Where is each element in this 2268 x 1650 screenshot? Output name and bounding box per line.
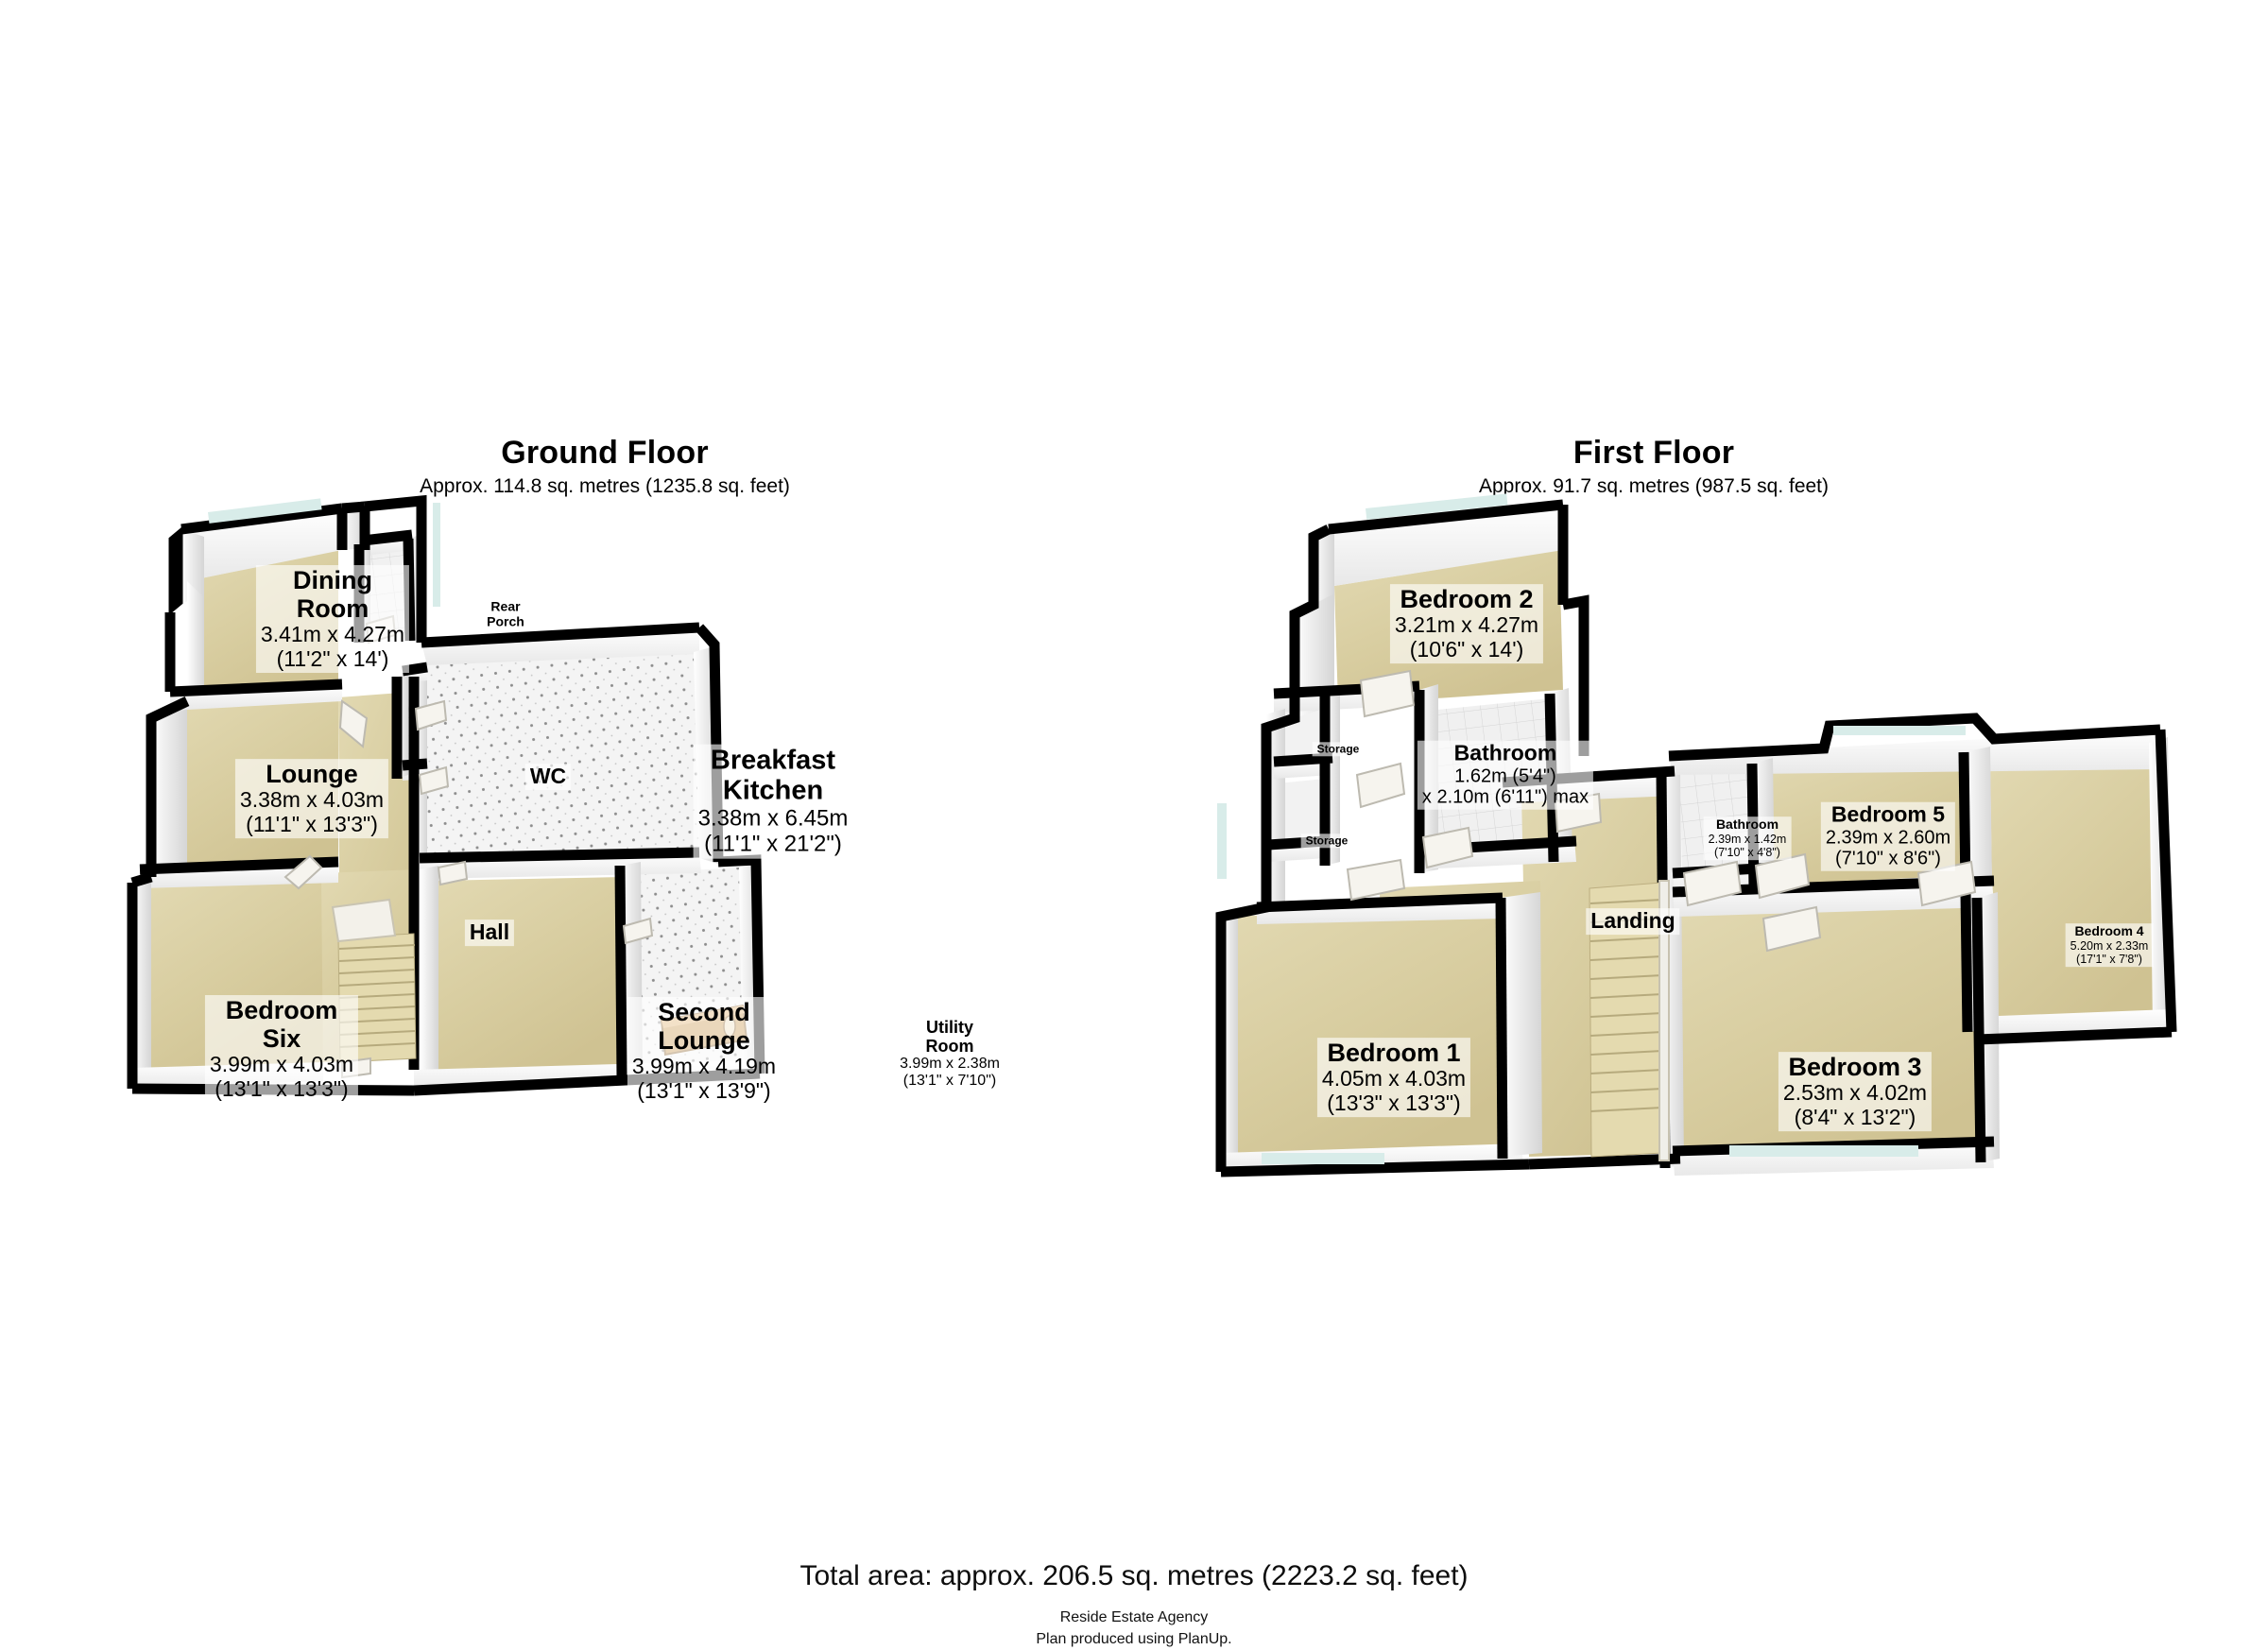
room-name-utility-room-line1: Utility (925, 1017, 974, 1037)
room-name-storage-1: Storage (1316, 742, 1360, 756)
room-label-storage-2: Storage (1300, 834, 1353, 849)
room-dim-bedroom-5-imperial: (7'10" x 8'6") (1835, 848, 1941, 869)
room-label-hall: Hall (464, 920, 515, 946)
room-name-breakfast-kitchen-line2: Kitchen (722, 776, 824, 807)
room-dim-breakfast-kitchen-metric: 3.38m x 6.45m (697, 805, 849, 832)
room-label-bedroom-3: Bedroom 3 2.53m x 4.02m (8'4" x 13'2") (1778, 1052, 1933, 1131)
room-label-bedroom-2: Bedroom 2 3.21m x 4.27m (10'6" x 14') (1389, 584, 1544, 663)
room-label-storage-1: Storage (1312, 742, 1365, 757)
room-name-second-lounge-line1: Second (658, 998, 750, 1027)
room-dim-bedroom-4-imperial: (17'1" x 7'8") (2076, 952, 2142, 966)
room-label-bathroom-1: Bathroom 1.62m (5'4") x 2.10m (6'11") ma… (1417, 740, 1594, 810)
room-dim-lounge-imperial: (11'1" x 13'3") (246, 812, 378, 837)
room-name-second-lounge-line2: Lounge (658, 1026, 750, 1056)
room-dim-bedroom-4-metric: 5.20m x 2.33m (2070, 938, 2149, 953)
room-dim-bathroom-1-imperial: x 2.10m (6'11") max (1421, 786, 1589, 808)
ground-floor-subtitle: Approx. 114.8 sq. metres (1235.8 sq. fee… (420, 475, 790, 498)
room-name-dining-room-line2: Room (296, 594, 369, 624)
room-label-bedroom-4: Bedroom 4 5.20m x 2.33m (17'1" x 7'8") (2065, 923, 2154, 967)
room-dim-bedroom-six-metric: 3.99m x 4.03m (209, 1052, 354, 1077)
room-dim-bedroom-2-imperial: (10'6" x 14') (1409, 637, 1524, 662)
room-name-rear-porch-line1: Rear (490, 598, 521, 614)
first-floor-subtitle: Approx. 91.7 sq. metres (987.5 sq. feet) (1478, 475, 1830, 498)
room-label-bedroom-5: Bedroom 5 2.39m x 2.60m (7'10" x 8'6") (1820, 801, 1956, 871)
room-name-bedroom-six-line2: Six (262, 1024, 301, 1054)
room-dim-utility-room-imperial: (13'1" x 7'10") (902, 1073, 997, 1090)
room-label-landing: Landing (1586, 908, 1680, 935)
room-name-bedroom-2: Bedroom 2 (1400, 585, 1534, 614)
room-dim-bedroom-2-metric: 3.21m x 4.27m (1394, 612, 1539, 638)
room-dim-dining-room-metric: 3.41m x 4.27m (260, 622, 405, 647)
plan-footer: Total area: approx. 206.5 sq. metres (22… (0, 1559, 2268, 1650)
room-dim-breakfast-kitchen-imperial: (11'1" x 21'2") (704, 831, 842, 857)
room-dim-bedroom-1-metric: 4.05m x 4.03m (1321, 1066, 1467, 1091)
room-name-landing: Landing (1590, 908, 1675, 934)
room-label-wc: WC (524, 764, 572, 790)
room-dim-bedroom-3-metric: 2.53m x 4.02m (1782, 1080, 1928, 1106)
room-label-rear-porch: Rear Porch (482, 598, 529, 630)
room-name-breakfast-kitchen-line1: Breakfast (710, 745, 836, 776)
room-label-dining-room: Dining Room 3.41m x 4.27m (11'2" x 14') (255, 565, 410, 673)
room-name-hall: Hall (469, 920, 510, 945)
room-dim-bedroom-3-imperial: (8'4" x 13'2") (1794, 1105, 1916, 1130)
ground-floor-title: Ground Floor (501, 435, 709, 471)
room-dim-bedroom-5-metric: 2.39m x 2.60m (1825, 827, 1951, 849)
first-floor-doors (1346, 669, 1977, 953)
room-dim-bathroom-2-imperial: (7'10" x 4'8") (1714, 845, 1780, 859)
room-name-bathroom-1: Bathroom (1453, 740, 1557, 765)
room-label-lounge: Lounge 3.38m x 4.03m (11'1" x 13'3") (234, 759, 389, 838)
room-dim-lounge-metric: 3.38m x 4.03m (239, 787, 385, 813)
room-name-wc: WC (529, 764, 567, 789)
first-floor-title: First Floor (1572, 435, 1735, 471)
room-label-bathroom-2: Bathroom 2.39m x 1.42m (7'10" x 4'8") (1703, 816, 1792, 860)
room-dim-second-lounge-imperial: (13'1" x 13'9") (637, 1078, 771, 1104)
room-name-rear-porch-line2: Porch (487, 613, 524, 628)
first-floor-drawing (1215, 493, 2177, 1177)
total-area-text: Total area: approx. 206.5 sq. metres (22… (799, 1560, 1469, 1591)
room-name-bedroom-4: Bedroom 4 (2074, 923, 2144, 939)
room-label-bedroom-six: Bedroom Six 3.99m x 4.03m (13'1" x 13'3"… (204, 995, 359, 1103)
room-name-lounge: Lounge (266, 760, 358, 789)
room-name-bedroom-1: Bedroom 1 (1327, 1039, 1461, 1068)
room-name-bedroom-5: Bedroom 5 (1830, 801, 1946, 827)
room-name-storage-2: Storage (1305, 834, 1349, 848)
room-label-second-lounge: Second Lounge 3.99m x 4.19m (13'1" x 13'… (627, 997, 782, 1105)
first-floor-heading: First Floor Approx. 91.7 sq. metres (987… (1361, 435, 1947, 500)
room-label-breakfast-kitchen: Breakfast Kitchen 3.38m x 6.45m (11'1" x… (693, 744, 853, 859)
ground-floor-doors (284, 614, 654, 1079)
room-dim-utility-room-metric: 3.99m x 2.38m (900, 1056, 1000, 1073)
room-dim-bedroom-six-imperial: (13'1" x 13'3") (215, 1076, 349, 1102)
room-name-bedroom-3: Bedroom 3 (1788, 1053, 1922, 1082)
room-name-bathroom-2: Bathroom (1715, 816, 1779, 833)
plan-producer: Plan produced using PlanUp. (1036, 1631, 1232, 1648)
room-label-utility-room: Utility Room 3.99m x 2.38m (13'1" x 7'10… (895, 1016, 1005, 1091)
room-name-bedroom-six-line1: Bedroom (225, 996, 338, 1025)
ground-floor-drawing (127, 494, 765, 1096)
room-dim-dining-room-imperial: (11'2" x 14') (276, 646, 389, 672)
room-dim-bedroom-1-imperial: (13'3" x 13'3") (1327, 1091, 1461, 1116)
ground-floor-windows (208, 498, 440, 607)
ground-floor-heading: Ground Floor Approx. 114.8 sq. metres (1… (312, 435, 898, 500)
room-dim-bathroom-2-metric: 2.39m x 1.42m (1708, 832, 1787, 846)
room-name-dining-room-line1: Dining (293, 566, 372, 595)
landing-staircase (1589, 880, 1670, 1161)
room-name-utility-room-line2: Room (925, 1037, 974, 1057)
room-label-bedroom-1: Bedroom 1 4.05m x 4.03m (13'3" x 13'3") (1316, 1038, 1471, 1117)
room-dim-second-lounge-metric: 3.99m x 4.19m (631, 1054, 777, 1079)
room-dim-bathroom-1-metric: 1.62m (5'4") (1454, 765, 1556, 787)
first-floor-windows (1217, 493, 1966, 1164)
agency-name: Reside Estate Agency (1059, 1609, 1209, 1625)
